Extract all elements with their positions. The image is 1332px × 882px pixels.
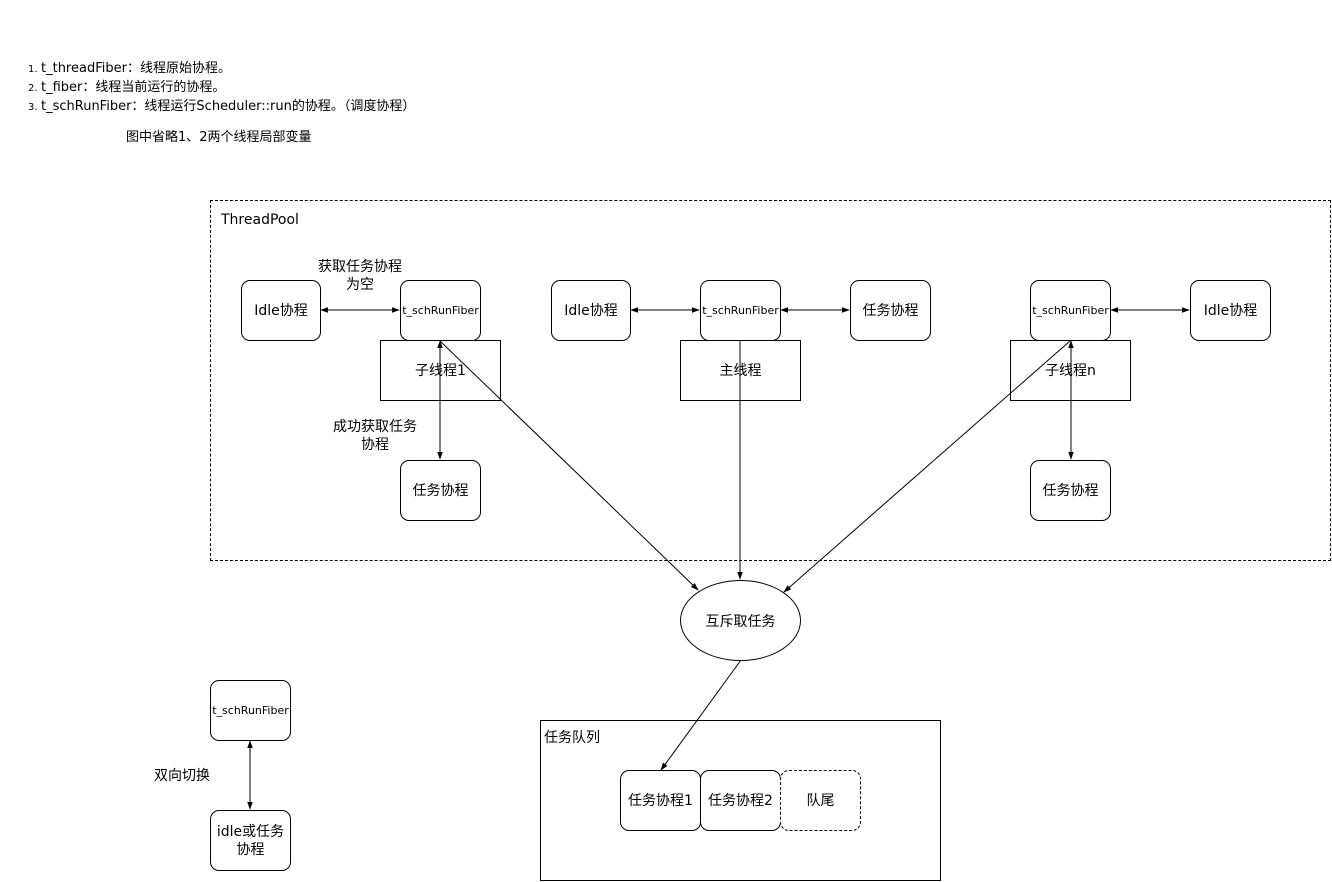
legend-switch-label: 双向切换 bbox=[154, 768, 210, 784]
note-item: 1.t_threadFiber：线程原始协程。 bbox=[28, 60, 415, 79]
threadpool-label: ThreadPool bbox=[221, 212, 299, 228]
queue-item-1[interactable]: 任务协程1 bbox=[620, 770, 701, 831]
main-thread[interactable]: 主线程 bbox=[680, 340, 801, 401]
legend-idle-or-task[interactable]: idle或任务 协程 bbox=[210, 810, 291, 871]
label-line: 为空 bbox=[346, 277, 374, 293]
child-thread-1[interactable]: 子线程1 bbox=[380, 340, 501, 401]
child-thread-n-label: 子线程n bbox=[1045, 362, 1096, 379]
notes-list: 1.t_threadFiber：线程原始协程。 2.t_fiber：线程当前运行… bbox=[28, 60, 415, 117]
label-get-task-empty: 获取任务协程 为空 bbox=[300, 258, 420, 294]
edge-sched3-mutex bbox=[783, 340, 1071, 593]
sched-fiber-middle[interactable]: t_schRunFiber bbox=[700, 280, 781, 341]
label-line: 协程 bbox=[361, 437, 389, 453]
label-line: 获取任务协程 bbox=[318, 259, 402, 275]
task-queue-frame[interactable] bbox=[540, 720, 941, 881]
legend-target-line: idle或任务 bbox=[216, 823, 285, 840]
task-fiber-left[interactable]: 任务协程 bbox=[400, 460, 481, 521]
legend-target-line: 协程 bbox=[236, 841, 265, 858]
task-fiber-middle[interactable]: 任务协程 bbox=[850, 280, 931, 341]
note-number: 1. bbox=[28, 64, 38, 75]
idle-fiber-right[interactable]: Idle协程 bbox=[1190, 280, 1271, 341]
note-text: t_fiber：线程当前运行的协程。 bbox=[41, 80, 226, 95]
child-thread-1-label: 子线程1 bbox=[415, 362, 466, 379]
note-item: 2.t_fiber：线程当前运行的协程。 bbox=[28, 79, 415, 98]
note-number: 3. bbox=[28, 102, 38, 113]
label-line: 成功获取任务 bbox=[333, 419, 417, 435]
child-thread-n[interactable]: 子线程n bbox=[1010, 340, 1131, 401]
note-text: t_threadFiber：线程原始协程。 bbox=[41, 61, 231, 76]
edge-mutex-queue bbox=[660, 659, 742, 771]
sched-fiber-right[interactable]: t_schRunFiber bbox=[1030, 280, 1111, 341]
edge-sched1-mutex bbox=[439, 340, 699, 591]
diagram-caption: 图中省略1、2两个线程局部变量 bbox=[126, 130, 312, 145]
note-text: t_schRunFiber：线程运行Scheduler::run的协程。（调度协… bbox=[41, 99, 416, 114]
main-thread-label: 主线程 bbox=[719, 362, 762, 379]
queue-tail[interactable]: 队尾 bbox=[780, 770, 861, 831]
sched-fiber-left[interactable]: t_schRunFiber bbox=[400, 280, 481, 341]
task-queue-label: 任务队列 bbox=[544, 730, 600, 746]
note-number: 2. bbox=[28, 83, 38, 94]
mutex-fetch-task[interactable]: 互斥取任务 bbox=[680, 580, 801, 661]
idle-fiber-left[interactable]: Idle协程 bbox=[241, 280, 321, 341]
note-item: 3.t_schRunFiber：线程运行Scheduler::run的协程。（调… bbox=[28, 98, 415, 117]
legend-sched-fiber[interactable]: t_schRunFiber bbox=[210, 680, 291, 741]
idle-fiber-middle[interactable]: Idle协程 bbox=[551, 280, 631, 341]
threadpool-frame[interactable] bbox=[210, 200, 1331, 561]
label-get-task-success: 成功获取任务 协程 bbox=[315, 418, 435, 454]
task-fiber-right[interactable]: 任务协程 bbox=[1030, 460, 1111, 521]
queue-item-2[interactable]: 任务协程2 bbox=[700, 770, 781, 831]
